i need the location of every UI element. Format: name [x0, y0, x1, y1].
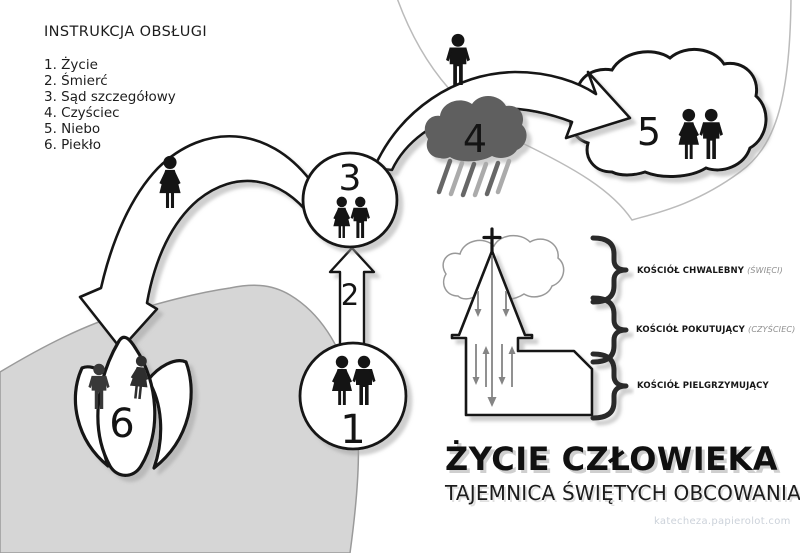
life-circle	[298, 341, 408, 451]
life-number: 1	[340, 407, 365, 453]
legend: INSTRUKCJA OBSŁUGI 1. Życie 2. Śmierć 3.…	[44, 24, 207, 153]
page-subtitle: TAJEMNICA ŚWIĘTYCH OBCOWANIA	[445, 481, 800, 505]
title-block: ŻYCIE CZŁOWIEKA TAJEMNICA ŚWIĘTYCH OBCOW…	[445, 440, 800, 505]
curly-brace-icon	[590, 351, 629, 421]
cross-icon	[482, 227, 502, 255]
legend-item: 4. Czyściec	[44, 105, 120, 121]
section-label-note: (ŚWIĘCI)	[747, 266, 783, 275]
arc-arrow-to-hell	[78, 134, 314, 351]
hell-flames-icon	[73, 335, 193, 477]
church-icon	[442, 227, 594, 417]
curly-brace-icon	[590, 235, 629, 305]
watermark: katecheza.papierolot.com	[654, 516, 791, 527]
section-label-text: KOŚCIÓŁ CHWALEBNY	[637, 266, 745, 276]
legend-item: 2. Śmierć	[44, 73, 108, 89]
church-section-label: KOŚCIÓŁ PIELGRZYMUJĄCY	[637, 381, 769, 391]
curly-brace-icon	[590, 295, 629, 365]
legend-item: 6. Piekło	[44, 137, 101, 153]
legend-item: 3. Sąd szczegółowy	[44, 89, 176, 105]
legend-item: 5. Niebo	[44, 121, 101, 137]
legend-list: 1. Życie 2. Śmierć 3. Sąd szczegółowy 4.…	[44, 57, 207, 153]
heaven-number: 5	[637, 110, 661, 154]
church-section-label: KOŚCIÓŁ CHWALEBNY (ŚWIĘCI)	[637, 266, 783, 276]
section-label-note: (CZYŚCIEC)	[748, 325, 796, 334]
church-building	[450, 249, 594, 417]
death-number: 2	[341, 278, 359, 312]
purgatory-number: 4	[463, 117, 487, 161]
section-label-text: KOŚCIÓŁ PIELGRZYMUJĄCY	[637, 381, 769, 391]
section-braces	[590, 235, 629, 421]
section-label-text: KOŚCIÓŁ POKUTUJĄCY	[636, 325, 745, 335]
hell-number: 6	[109, 401, 134, 447]
legend-item: 1. Życie	[44, 57, 98, 73]
legend-title: INSTRUKCJA OBSŁUGI	[44, 24, 208, 40]
church-section-label: KOŚCIÓŁ POKUTUJĄCY (CZYŚCIEC)	[636, 325, 795, 335]
grace-arrows	[472, 256, 516, 407]
storm-cloud-icon	[424, 95, 527, 162]
page-title: ŻYCIE CZŁOWIEKA	[445, 440, 779, 478]
rain-icon	[436, 158, 512, 198]
judgment-number: 3	[339, 158, 362, 199]
judgment-circle	[301, 151, 399, 249]
